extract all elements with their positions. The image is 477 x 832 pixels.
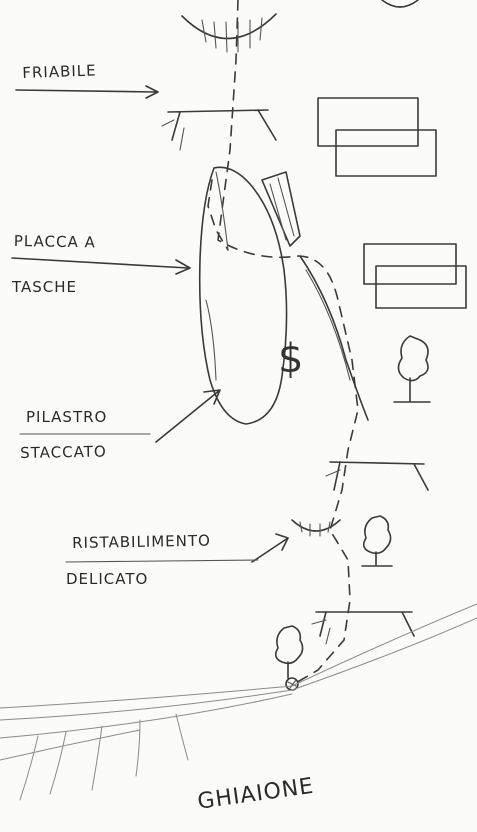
tree-icon-3 xyxy=(274,625,304,679)
dihedral-line xyxy=(299,255,369,421)
start-point-mark xyxy=(287,679,297,689)
label-pilastro-line1: PILASTRO xyxy=(26,408,108,426)
belay-mid-icon xyxy=(291,519,341,537)
tree-icon xyxy=(393,335,431,403)
route-line xyxy=(217,0,359,685)
ristabilimento-arrow xyxy=(251,533,289,563)
scree-slope xyxy=(0,603,477,801)
ristabilimento-underline xyxy=(65,559,259,563)
label-placca-line2: TASCHE xyxy=(12,278,78,296)
placca-arrow xyxy=(11,257,191,275)
label-friabile: FRIABILE xyxy=(22,61,97,82)
corner-arc xyxy=(381,0,419,8)
label-placca-line1: PLACCA A xyxy=(13,232,96,252)
belay-top-icon xyxy=(181,13,277,53)
protection-symbol: $ xyxy=(278,336,303,382)
roof-rectangles-upper xyxy=(317,97,437,177)
pillar-shading xyxy=(205,171,229,381)
dihedral-line-2 xyxy=(305,269,351,381)
label-ristabilimento-line2: DELICATO xyxy=(66,570,149,588)
route-variant-line xyxy=(207,179,229,251)
friabile-arrow xyxy=(15,85,159,99)
label-pilastro-line2: STACCATO xyxy=(20,442,107,462)
pilastro-arrow xyxy=(155,389,221,443)
label-ristabilimento-line1: RISTABILIMENTO xyxy=(72,531,212,552)
belay-bracket-1 xyxy=(161,109,277,151)
belay-bracket-2 xyxy=(325,461,429,491)
tree-icon-2 xyxy=(361,515,393,567)
pillar-outline xyxy=(198,166,288,425)
slab-detail xyxy=(261,171,301,247)
roof-rectangles-lower xyxy=(363,243,467,309)
belay-bracket-3 xyxy=(311,611,415,645)
